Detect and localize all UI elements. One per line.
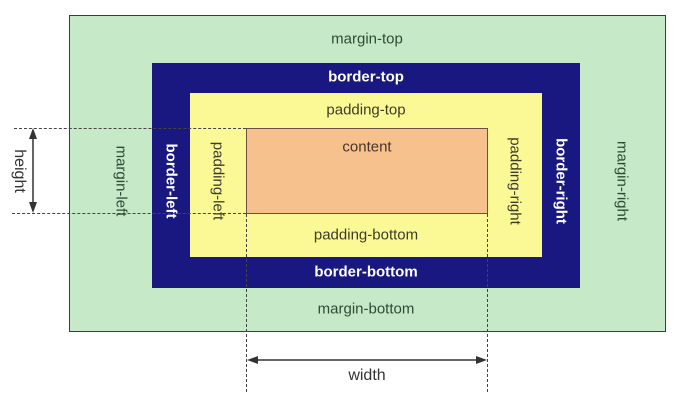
margin-bottom-label: margin-bottom <box>317 300 415 318</box>
padding-bottom-label: padding-bottom <box>313 226 419 244</box>
border-right-label: border-right <box>552 138 570 224</box>
content-area <box>246 128 488 214</box>
padding-left-label: padding-left <box>209 141 227 221</box>
height-guide-bottom-line <box>12 213 246 214</box>
padding-top-label: padding-top <box>326 101 406 119</box>
width-label: width <box>348 367 386 384</box>
border-left-label: border-left <box>162 143 180 219</box>
margin-left-label: margin-left <box>112 145 130 217</box>
height-guide-top-line <box>14 128 246 129</box>
content-label: content <box>342 138 392 156</box>
width-guide-left-line <box>246 214 247 392</box>
border-top-label: border-top <box>328 68 404 86</box>
padding-right-label: padding-right <box>506 137 524 225</box>
height-arrow <box>29 128 37 213</box>
height-label: height <box>11 149 28 193</box>
margin-top-label: margin-top <box>331 30 403 48</box>
width-arrow <box>247 356 487 364</box>
width-guide-right-line <box>487 214 488 392</box>
margin-right-label: margin-right <box>613 140 631 222</box>
border-bottom-label: border-bottom <box>314 263 418 281</box>
